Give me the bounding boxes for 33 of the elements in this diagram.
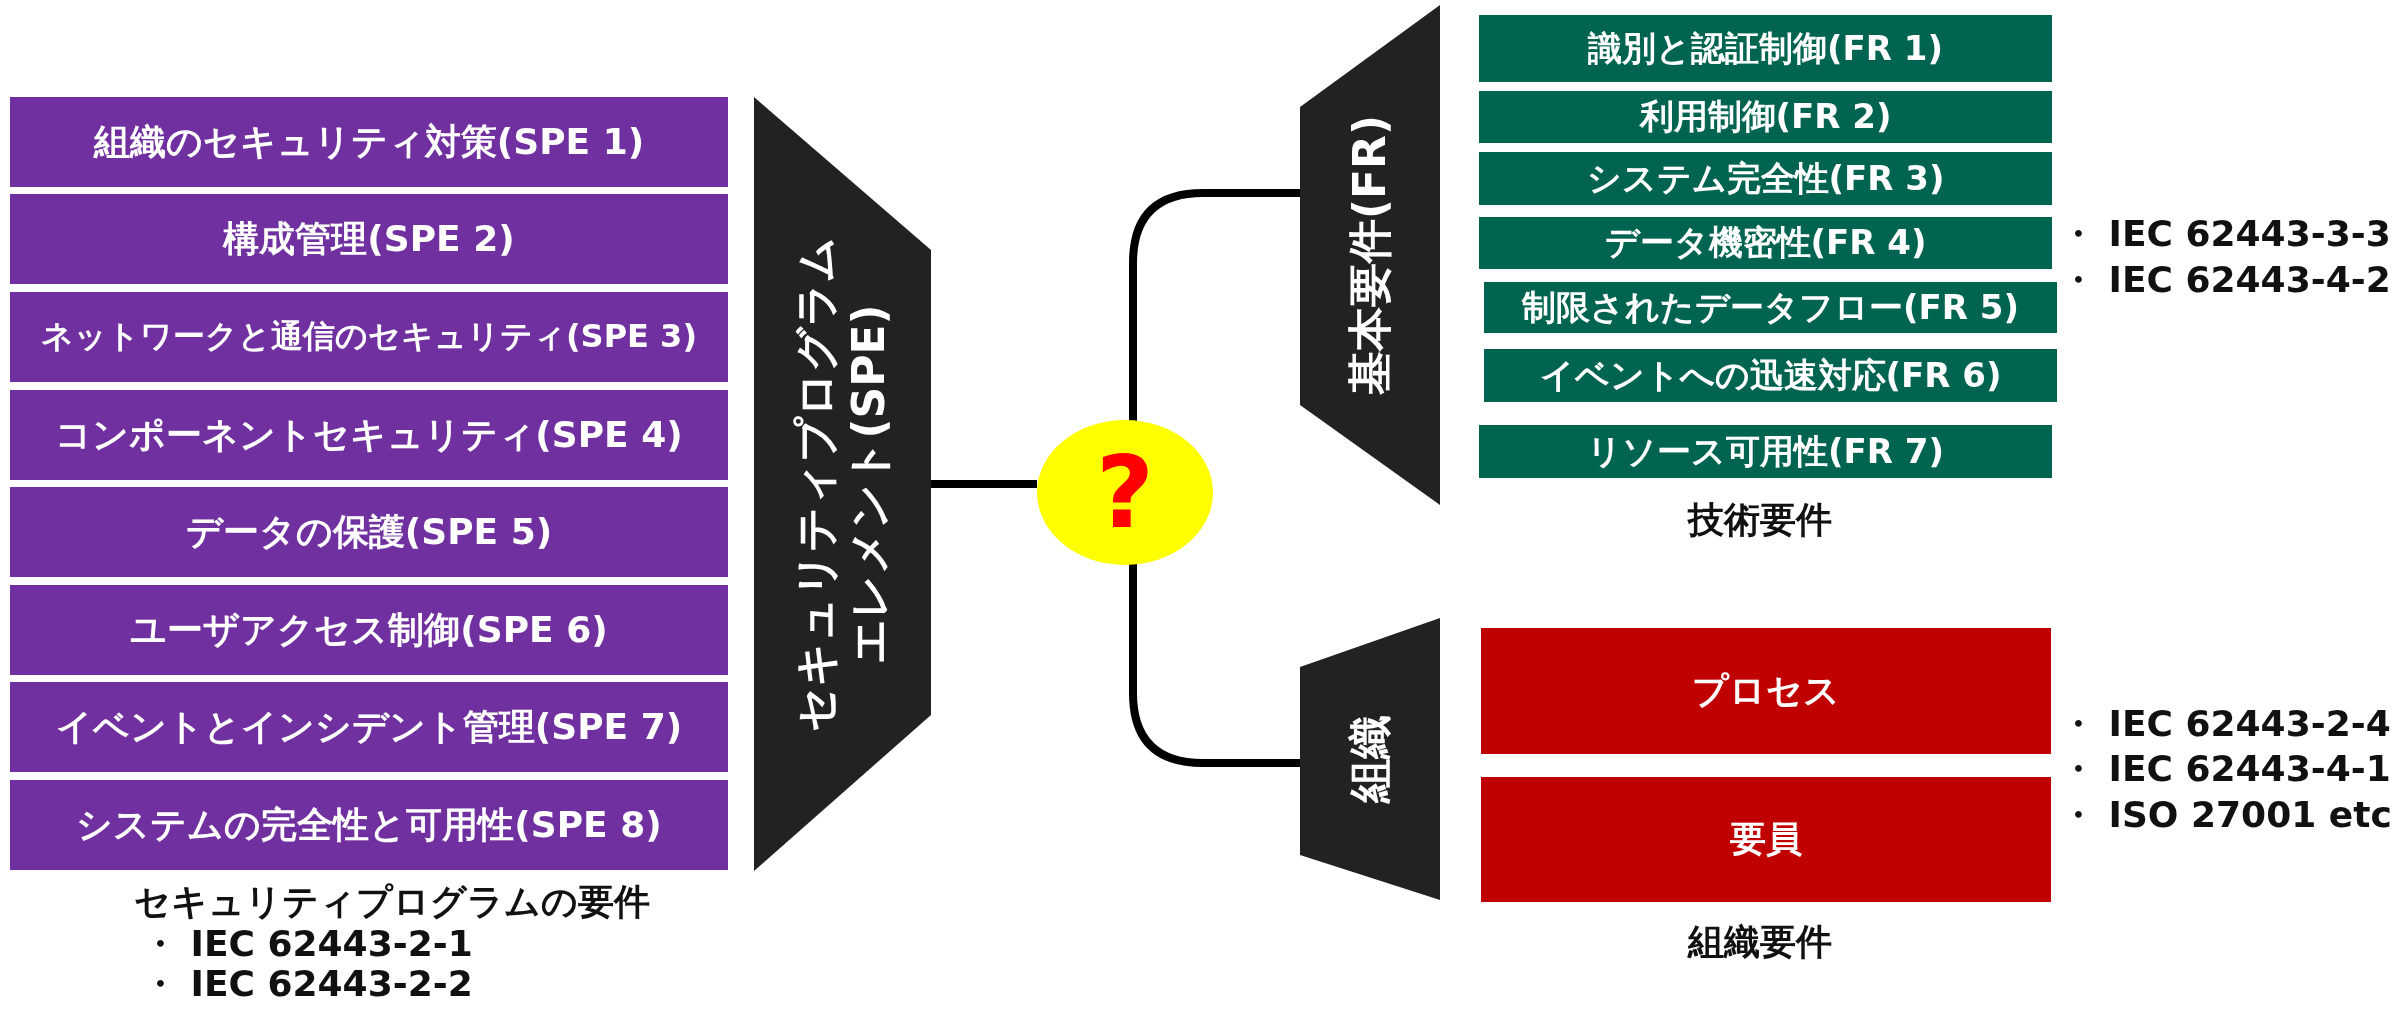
requirement-box: イベントへの迅速対応(FR 6) bbox=[1484, 349, 2057, 402]
requirement-box: システムの完全性と可用性(SPE 8) bbox=[10, 780, 728, 870]
requirement-box: 組織のセキュリティ対策(SPE 1) bbox=[10, 97, 728, 187]
connector-line bbox=[1129, 563, 1300, 767]
connector-line bbox=[931, 480, 1037, 488]
standard-item: ・ IEC 62443-4-2 bbox=[2060, 262, 2391, 298]
requirement-box: リソース可用性(FR 7) bbox=[1479, 425, 2052, 478]
standard-item: ・ IEC 62443-2-2 bbox=[142, 966, 473, 1002]
caption-text: 技術要件 bbox=[1688, 502, 1832, 538]
requirement-box: コンポーネントセキュリティ(SPE 4) bbox=[10, 390, 728, 480]
requirement-box: プロセス bbox=[1481, 628, 2051, 754]
standard-item: ・ IEC 62443-2-4 bbox=[2060, 706, 2391, 742]
requirement-box: データの保護(SPE 5) bbox=[10, 487, 728, 577]
requirement-box: データ機密性(FR 4) bbox=[1479, 217, 2052, 269]
connector-line bbox=[1129, 189, 1300, 422]
question-circle: ? bbox=[1037, 420, 1213, 565]
standard-item: ・ IEC 62443-2-1 bbox=[142, 926, 473, 962]
requirement-box: ネットワークと通信のセキュリティ(SPE 3) bbox=[10, 292, 728, 382]
trapezoid-box: 組織 bbox=[1300, 618, 1440, 900]
requirement-box: 要員 bbox=[1481, 777, 2051, 902]
requirement-box: イベントとインシデント管理(SPE 7) bbox=[10, 682, 728, 772]
standard-item: ・ IEC 62443-4-1 bbox=[2060, 751, 2391, 787]
caption-text: セキュリティプログラムの要件 bbox=[134, 884, 650, 920]
requirement-box: 構成管理(SPE 2) bbox=[10, 194, 728, 284]
requirement-box: 識別と認証制御(FR 1) bbox=[1479, 15, 2052, 82]
requirement-box: ユーザアクセス制御(SPE 6) bbox=[10, 585, 728, 675]
trapezoid-box: 基本要件(FR) bbox=[1300, 5, 1440, 505]
requirement-box: システム完全性(FR 3) bbox=[1479, 152, 2052, 205]
trapezoid-box: セキュリティプログラムエレメント(SPE) bbox=[754, 97, 931, 871]
requirement-box: 制限されたデータフロー(FR 5) bbox=[1484, 282, 2057, 333]
requirement-box: 利用制御(FR 2) bbox=[1479, 91, 2052, 143]
standard-item: ・ IEC 62443-3-3 bbox=[2060, 216, 2391, 252]
standard-item: ・ ISO 27001 etc bbox=[2060, 797, 2392, 833]
